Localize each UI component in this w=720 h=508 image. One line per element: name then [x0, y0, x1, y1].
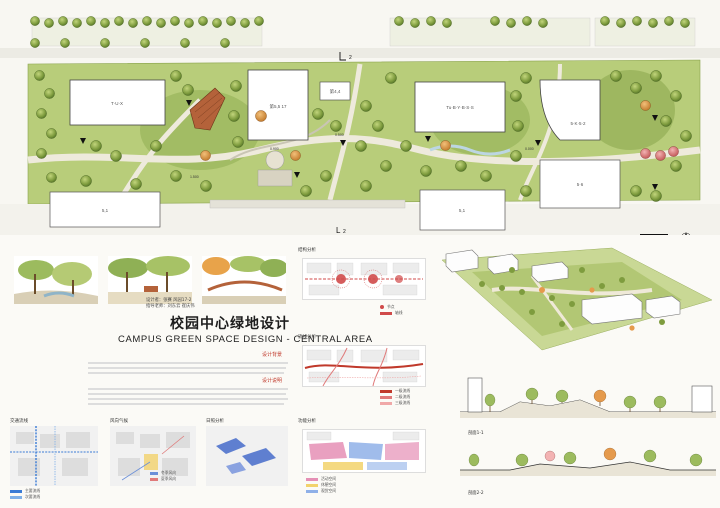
- building-label-3: 第4,4: [330, 88, 341, 95]
- section-num-bottom: 2: [343, 229, 346, 235]
- building-label-1: T·U·X: [111, 101, 123, 106]
- north-arrow-icon: [681, 232, 691, 235]
- wind-legend-1: 冬季风向: [161, 470, 177, 475]
- function-diagram: [302, 429, 426, 473]
- traffic-legend: 主要流线 次要流线: [10, 488, 40, 500]
- sun-analysis-title: 日照分析: [206, 419, 224, 424]
- designer-name: 张赛 风园17-2: [163, 298, 192, 303]
- advisor-name: 刘东云 崔庆伟: [167, 304, 195, 309]
- sketch-3: [202, 256, 286, 304]
- sketch-1: [14, 256, 98, 304]
- structure-diagram: [302, 258, 426, 300]
- section-view-1: [460, 377, 716, 418]
- flow-legend-1: 一级流线: [395, 388, 411, 393]
- building-label-5: 5·K·5·2: [570, 121, 586, 126]
- flow-analysis-title: 流线分析: [298, 335, 316, 340]
- flow-legend-2: 二级流线: [395, 394, 411, 399]
- advisor-label: 指导老师：: [146, 304, 168, 309]
- structure-analysis-title: 结构分析: [298, 248, 316, 253]
- elevation-label-4: 0.000: [525, 147, 534, 151]
- building-label-7: 5,1: [459, 208, 466, 213]
- background-text-lines: [88, 360, 288, 377]
- function-legend-2: 休憩空间: [321, 482, 337, 487]
- sketch-2: [108, 256, 192, 304]
- function-legend-3: 观赏空间: [321, 488, 337, 493]
- scale-bar: [640, 234, 668, 235]
- wind-analysis-title: 风向气候: [110, 419, 128, 424]
- page-title-en: CAMPUS GREEN SPACE DESIGN - CENTRAL AREA: [118, 334, 373, 345]
- function-legend-1: 活动空间: [321, 476, 337, 481]
- wind-legend: 冬季风向 夏季风向: [150, 470, 176, 482]
- building-label-4: Tu·B·Y·B·S·S: [446, 105, 474, 110]
- traffic-diagram: [10, 426, 98, 486]
- building-label-2: 第5,5 17: [269, 103, 287, 110]
- sun-diagram: [206, 426, 288, 486]
- flow-legend-3: 三级流线: [395, 400, 411, 405]
- section-view-2: [460, 447, 716, 476]
- concept-text-lines: [88, 386, 288, 408]
- perspective-sketches: [14, 256, 286, 304]
- flow-diagram: [302, 345, 426, 387]
- structure-legend-2: 轴线: [395, 310, 403, 315]
- elevation-label-3: 0.500: [335, 133, 344, 137]
- structure-legend-1: 节点: [387, 304, 395, 309]
- section-2-label: 剖面2-2: [468, 491, 484, 496]
- page-title-cn: 校园中心绿地设计: [170, 316, 290, 332]
- elevation-label-2: 0.900: [270, 147, 279, 151]
- aerial-view: [432, 240, 714, 365]
- wind-diagram: [110, 426, 196, 486]
- structure-legend: 节点 轴线: [380, 304, 403, 316]
- traffic-legend-2: 次要流线: [25, 494, 41, 499]
- section-heading-concept: 设计说明: [262, 378, 283, 384]
- function-analysis-title: 功能分析: [298, 419, 316, 424]
- section-num-top: 2: [349, 55, 352, 61]
- section-heading-background: 设计背景: [262, 352, 283, 358]
- traffic-analysis-title: 交通流线: [10, 419, 28, 424]
- wind-legend-2: 夏季风向: [161, 476, 177, 481]
- function-legend: 活动空间 休憩空间 观赏空间: [306, 476, 336, 494]
- flow-legend: 一级流线 二级流线 三级流线: [380, 388, 410, 406]
- designer-label: 设计者：: [146, 298, 164, 303]
- designer-info: 设计者：张赛 风园17-2 指导老师：刘东云 崔庆伟: [146, 298, 195, 310]
- master-plan: T·U·X 第5,5 17 第4,4 Tu·B·Y·B·S·S 5·K·5·2 …: [0, 0, 720, 235]
- elevation-label-1: 1.500: [190, 175, 199, 179]
- section-1-label: 剖面1-1: [468, 431, 484, 436]
- section-mark-bottom: L: [336, 226, 341, 235]
- traffic-legend-1: 主要流线: [25, 488, 41, 493]
- building-label-8: 5·6: [577, 182, 584, 187]
- building-label-6: 5,1: [102, 208, 109, 213]
